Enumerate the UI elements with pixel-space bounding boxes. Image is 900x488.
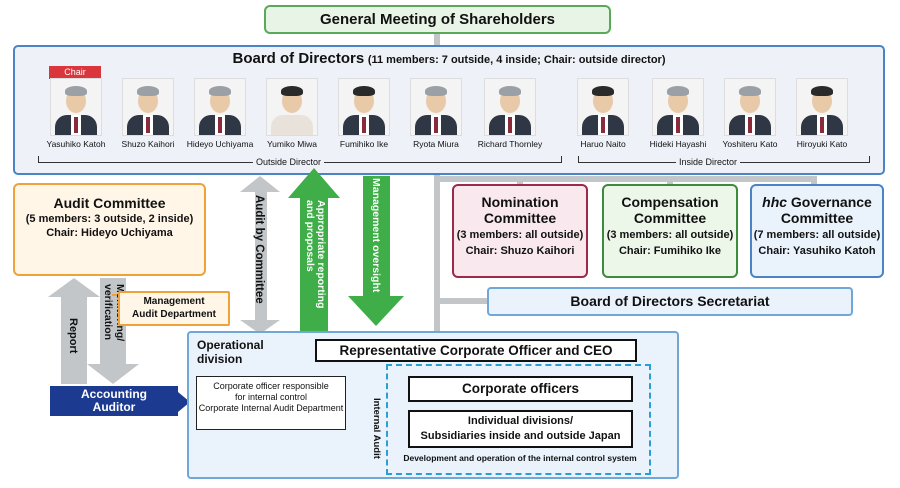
compensation-chair: Chair: Fumihiko Ike xyxy=(618,245,722,257)
mad-line1: Management xyxy=(143,296,205,307)
connector-nom xyxy=(517,176,523,186)
connector-gms-board xyxy=(434,34,440,46)
director-photo xyxy=(194,78,246,136)
nomination-chair: Chair: Shuzo Kaihori xyxy=(465,245,575,257)
accounting-auditor-box: Accounting Auditor xyxy=(50,386,178,416)
audit-committee-chair: Chair: Hideyo Uchiyama xyxy=(46,227,173,239)
board-secretariat-box: Board of Directors Secretariat xyxy=(487,287,853,316)
internal-audit-label: Internal Audit xyxy=(371,398,382,459)
governance-title-word: Governance xyxy=(790,194,872,210)
audit-committee-box: Audit Committee (5 members: 3 outside, 2… xyxy=(13,183,206,276)
director-photo xyxy=(338,78,390,136)
officer-line3: Corporate Internal Audit Department xyxy=(198,403,344,413)
inside-director-label: Inside Director xyxy=(676,157,741,167)
connector-comp xyxy=(667,176,673,186)
outside-director-label: Outside Director xyxy=(253,157,325,167)
director-photo xyxy=(266,78,318,136)
governance-members: (7 members: all outside) xyxy=(753,229,881,241)
divisions-box: Individual divisions/ Subsidiaries insid… xyxy=(408,410,633,448)
nomination-title2: Committee xyxy=(483,210,557,226)
director-outside-6: Ryota Miura xyxy=(398,78,474,149)
director-photo xyxy=(122,78,174,136)
director-inside-4: Hiroyuki Kato xyxy=(784,78,860,149)
director-photo xyxy=(652,78,704,136)
governance-chair: Chair: Yasuhiko Katoh xyxy=(758,245,876,257)
director-name: Yumiko Miwa xyxy=(266,139,318,149)
connector-board-ops xyxy=(434,175,440,333)
mad-line2: Audit Department xyxy=(132,309,216,320)
director-outside-5: Fumihiko Ike xyxy=(326,78,402,149)
op-label-line1: Operational xyxy=(197,338,264,352)
director-name: Hideyo Uchiyama xyxy=(186,139,254,149)
director-name: Hideki Hayashi xyxy=(649,139,707,149)
board-title-main: Board of Directors xyxy=(232,50,365,67)
director-name: Haruo Naito xyxy=(580,139,626,149)
general-meeting-box: General Meeting of Shareholders xyxy=(264,5,611,34)
governance-committee-box: hhc Governance Committee (7 members: all… xyxy=(750,184,884,278)
director-photo xyxy=(577,78,629,136)
nomination-title1: Nomination xyxy=(481,194,559,210)
director-name: Richard Thornley xyxy=(477,139,543,149)
op-label-line2: division xyxy=(197,352,243,366)
director-name: Shuzo Kaihori xyxy=(121,139,175,149)
chair-tag: Chair xyxy=(49,66,101,79)
compensation-title2: Committee xyxy=(633,210,707,226)
director-photo xyxy=(50,78,102,136)
director-photo xyxy=(484,78,536,136)
director-outside-2: Shuzo Kaihori xyxy=(110,78,186,149)
director-name: Ryota Miura xyxy=(413,139,459,149)
governance-title2: Committee xyxy=(780,210,854,226)
director-outside-1: Yasuhiko Katoh xyxy=(38,78,114,149)
corporate-officers-box: Corporate officers xyxy=(408,376,633,402)
director-outside-4: Yumiko Miwa xyxy=(254,78,330,149)
director-photo xyxy=(724,78,776,136)
director-name: Yoshiteru Kato xyxy=(722,139,778,149)
board-title: Board of Directors (11 members: 7 outsid… xyxy=(15,50,883,67)
director-name: Hiroyuki Kato xyxy=(796,139,848,149)
governance-title-em: hhc xyxy=(762,194,788,210)
director-photo xyxy=(410,78,462,136)
compensation-members: (3 members: all outside) xyxy=(606,229,734,241)
director-name: Yasuhiko Katoh xyxy=(46,139,106,149)
internal-control-dashed-box xyxy=(386,364,651,475)
dev-op-label: Development and operation of the interna… xyxy=(403,453,637,463)
board-subtitle: (11 members: 7 outside, 4 inside; Chair:… xyxy=(367,54,666,66)
director-outside-3: Hideyo Uchiyama xyxy=(182,78,258,149)
compensation-committee-box: Compensation Committee (3 members: all o… xyxy=(602,184,738,278)
director-name: Fumihiko Ike xyxy=(339,139,389,149)
director-inside-2: Hideki Hayashi xyxy=(640,78,716,149)
ceo-box: Representative Corporate Officer and CEO xyxy=(315,339,637,362)
internal-control-officer-box: Corporate officer responsible for intern… xyxy=(196,376,346,430)
director-photo xyxy=(796,78,848,136)
director-inside-3: Yoshiteru Kato xyxy=(712,78,788,149)
audit-committee-title: Audit Committee xyxy=(53,195,166,211)
management-oversight-text: Management oversight xyxy=(370,178,382,293)
audit-committee-members: (5 members: 3 outside, 2 inside) xyxy=(25,213,194,225)
divisions-line1: Individual divisions/ xyxy=(467,415,574,427)
management-audit-department-box: Management Audit Department xyxy=(118,291,230,326)
report-text: Report xyxy=(67,318,79,354)
appropriate-reporting-text: Appropriate reporting and proposals xyxy=(304,200,327,309)
audit-by-committee-text: Audit by Committee xyxy=(253,195,265,304)
director-inside-1: Haruo Naito xyxy=(565,78,641,149)
officer-line2: for internal control xyxy=(234,392,308,402)
officer-line1: Corporate officer responsible xyxy=(213,381,329,391)
operational-division-label: Operational division xyxy=(197,338,264,366)
accaud-line2: Auditor xyxy=(92,400,136,414)
nomination-members: (3 members: all outside) xyxy=(456,229,584,241)
divisions-line2: Subsidiaries inside and outside Japan xyxy=(420,430,621,442)
governance-title1: hhc Governance xyxy=(752,194,882,210)
nomination-committee-box: Nomination Committee (3 members: all out… xyxy=(452,184,588,278)
connector-gov xyxy=(811,176,817,186)
connector-secretariat xyxy=(434,298,489,304)
director-outside-7: Richard Thornley xyxy=(472,78,548,149)
connector-committees-h xyxy=(434,176,814,182)
compensation-title1: Compensation xyxy=(621,194,719,210)
accaud-line1: Accounting xyxy=(81,387,147,401)
